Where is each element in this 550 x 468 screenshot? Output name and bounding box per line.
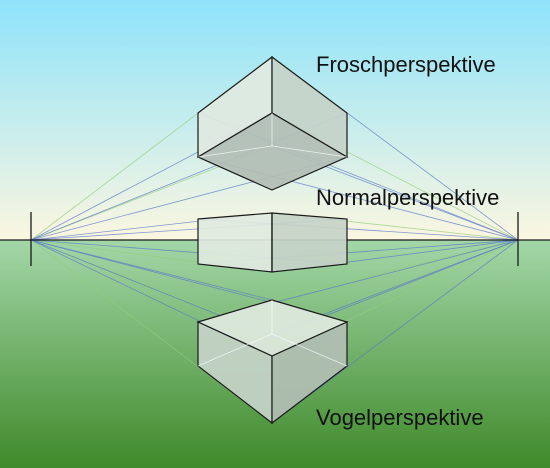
guide-line [271, 239, 519, 301]
box-eye-level [197, 212, 348, 273]
label-worms-eye: Froschperspektive [316, 52, 496, 77]
box-worms-eye [196, 55, 349, 191]
box-eye-level-right-face [271, 212, 348, 273]
label-eye-level: Normalperspektive [316, 185, 500, 210]
label-birds-eye: Vogelperspektive [316, 405, 484, 430]
guide-line [30, 239, 273, 301]
box-eye-level-left-face [197, 212, 273, 273]
box-birds-eye [196, 299, 349, 425]
